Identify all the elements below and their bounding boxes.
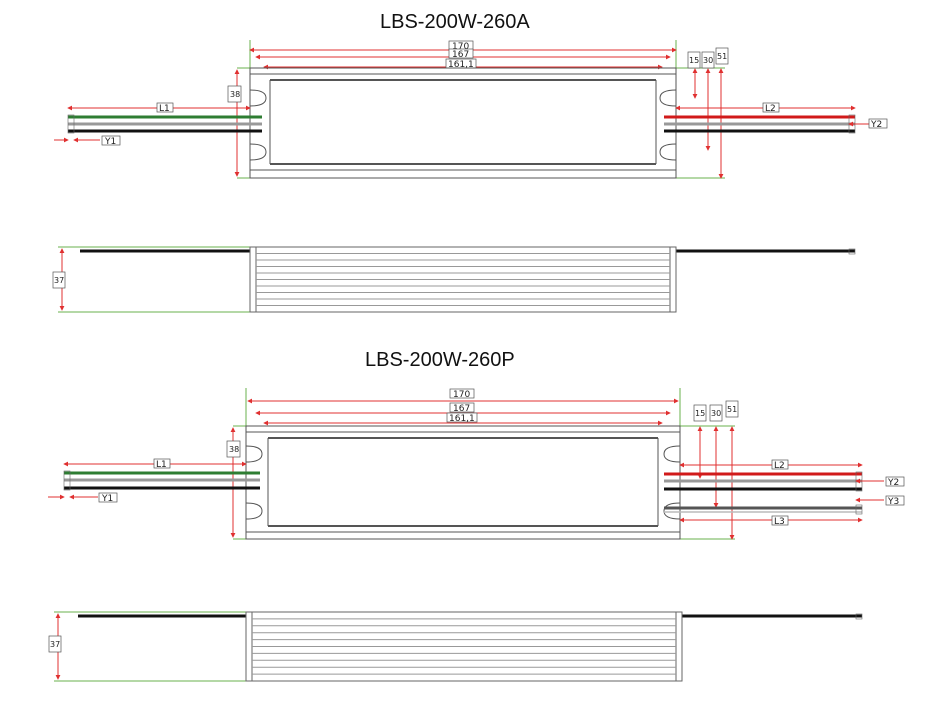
dim-170: 170 [452,42,469,52]
dim-p-170: 170 [453,390,470,400]
model-a-right-wires [664,114,856,134]
model-p-title: LBS-200W-260P [365,349,515,371]
dim-167: 167 [452,50,469,60]
label-p-l3: L3 [774,517,785,527]
label-p-l1: L1 [156,460,167,470]
model-a-top-view: LBS-200W-260A 170 167 161,1 [54,11,888,179]
label-l1: L1 [159,104,170,114]
model-a-side-view: 37 [52,246,856,313]
label-p-y3: Y3 [887,497,899,507]
dim-p-167: 167 [453,404,470,414]
dim-side-a: 37 [54,276,64,285]
label-p-y2: Y2 [887,478,899,488]
model-a-left-wires [67,114,262,134]
label-l2: L2 [765,104,776,114]
label-y1: Y1 [104,137,116,147]
dim-side-p: 37 [50,640,60,649]
dim-p-h51: 51 [727,405,737,414]
model-p-side-view: 37 [48,611,863,682]
label-p-l2: L2 [774,461,785,471]
dim-p-161: 161,1 [449,414,475,424]
model-p-housing [245,425,681,540]
model-p-dims: 170 167 161,1 38 15 30 51 [226,388,739,458]
dim-p-h30: 30 [711,409,721,418]
model-p-right-wires [664,471,863,515]
dim-p-h15: 15 [695,409,705,418]
label-p-y1: Y1 [101,494,113,504]
dim-p-h38: 38 [229,445,239,454]
model-a-dims: 170 167 161,1 38 15 30 51 [227,40,729,103]
dim-161: 161,1 [448,60,474,70]
model-p-left-wires [63,470,260,491]
dim-h15: 15 [689,56,699,65]
dim-h51: 51 [717,52,727,61]
model-a-title: LBS-200W-260A [380,11,530,33]
label-y2: Y2 [870,120,882,130]
model-a-housing [249,67,677,179]
dim-h30: 30 [703,56,713,65]
model-p-top-view: LBS-200W-260P 170 167 161,1 38 [48,349,905,540]
dim-h38: 38 [230,90,240,99]
